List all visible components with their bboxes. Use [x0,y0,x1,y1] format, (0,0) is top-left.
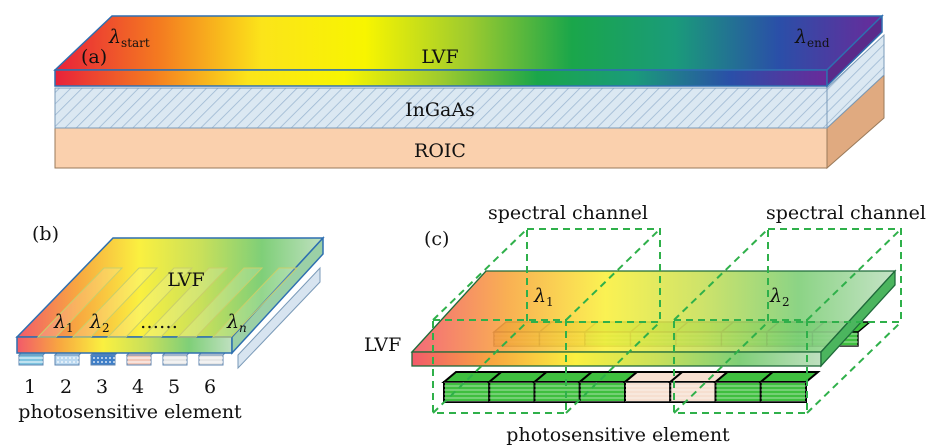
spectral-channel-boxes [432,228,902,414]
filter-stripe-b [176,267,264,338]
lambda-2-label-b: λ2 [89,311,110,335]
detector-cell [441,371,505,403]
spectral-channel-box [432,228,661,414]
spectral-channel-label-2: spectral channel [766,202,926,224]
lvf-label-c: LVF [364,334,401,356]
spectral-channel-label-1: spectral channel [488,202,648,224]
detector-cell [757,371,821,403]
detector-cell [531,371,595,403]
detector-cell [622,371,686,403]
lambda-2-label-c: λ2 [769,285,790,309]
panel-a: (a) λstart λend LVF InGaAs ROIC [53,14,885,170]
element-number-b: 5 [168,376,180,398]
roic-label: ROIC [414,140,466,162]
filter-stripe-b [36,267,124,338]
filter-stripe-b [211,267,299,338]
lambda-1-label-b: λ1 [53,311,74,335]
ellipsis-b: …… [140,311,178,333]
element-number-b: 3 [96,376,108,398]
ingaas-label: InGaAs [405,99,475,121]
photosensitive-array-lower [441,371,821,403]
roic-layer [54,73,885,170]
element-number-b: 6 [204,376,216,398]
filter-stripe-b [106,267,194,338]
element-caption-b: photosensitive element [18,401,242,423]
lambda-start-label: λstart [108,26,150,50]
lvf-label-a: LVF [421,46,458,68]
filter-stripes-b [36,267,299,338]
panel-c: (c) spectral channel spectral channel λ1… [364,202,926,446]
spectral-channel-box [673,228,902,414]
detector-cell [712,371,776,403]
filter-stripe-b [141,267,229,338]
element-number-b: 4 [132,376,144,398]
element-number-b: 1 [24,376,36,398]
lambda-n-label-b: λn [226,311,247,335]
panel-a-tag: (a) [81,46,107,68]
filter-stripe-b [71,267,159,338]
lambda-1-label-c: λ1 [533,285,554,309]
panel-c-tag: (c) [424,228,449,250]
lvf-filter-b [15,236,325,355]
panel-b-tag: (b) [32,223,59,245]
element-caption-c: photosensitive element [506,424,730,446]
element-numbers-b: 1 2 3 4 5 6 [24,376,216,398]
detector-cell [667,371,731,403]
lvf-filter-c [410,269,897,368]
lvf-filter-a [53,14,884,88]
panel-b: (b) LVF λ1 λ2 …… λn 1 2 3 4 5 6 photosensitiv… [15,223,325,423]
lambda-end-label: λend [794,26,830,50]
lvf-label-b: LVF [167,269,204,291]
element-number-b: 2 [60,376,72,398]
ingaas-layer [54,33,885,130]
